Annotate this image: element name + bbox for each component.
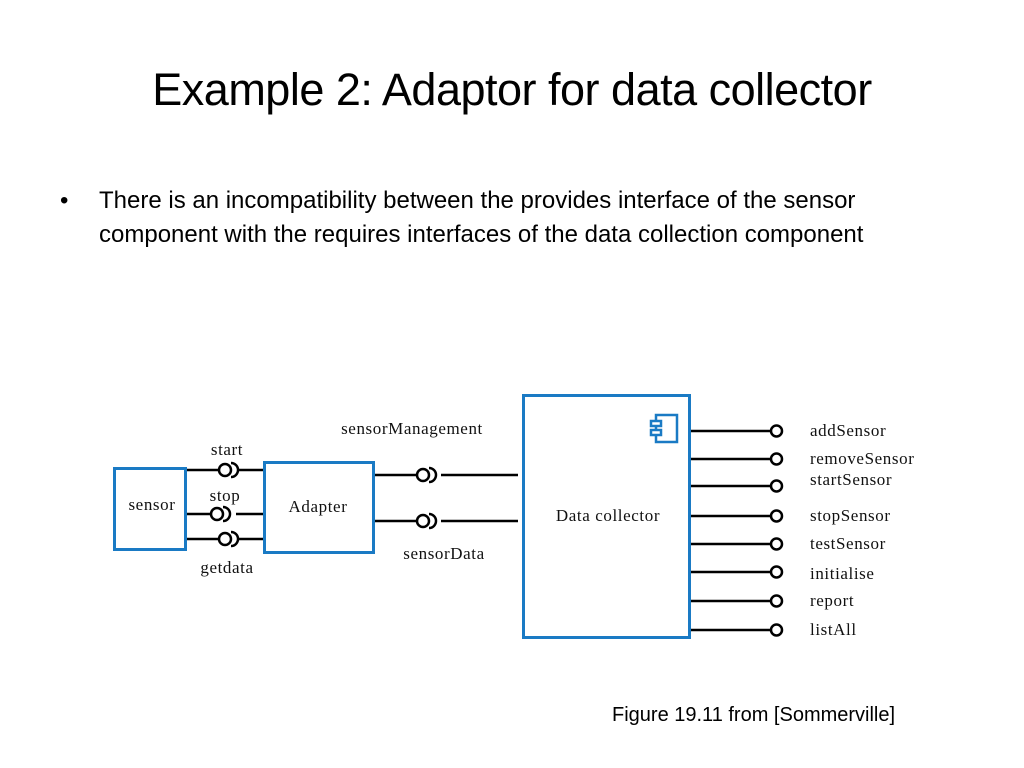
lollipop-icon (769, 509, 784, 523)
lollipop-icon (769, 594, 784, 608)
interface-label: initialise (810, 564, 875, 583)
data-collector-label: Data collector (556, 506, 660, 525)
connector-stop (187, 505, 263, 523)
slide-title: Example 2: Adaptor for data collector (152, 64, 872, 115)
provided-interface: listAll (691, 620, 857, 639)
lollipop-icon (769, 424, 784, 438)
bullet-marker: • (60, 187, 69, 214)
provided-interface: initialise (691, 564, 875, 583)
bullet-text: There is an incompatibility between the … (99, 187, 864, 248)
provided-interface: removeSensor (691, 449, 914, 468)
interface-label: removeSensor (810, 449, 914, 468)
lollipop-icon (769, 452, 784, 466)
adapter-label: Adapter (289, 497, 348, 516)
interface-label: report (810, 591, 854, 610)
lollipop-icon (769, 565, 784, 579)
interface-label: testSensor (810, 534, 886, 553)
connector-sensor-data (375, 512, 518, 530)
connector-getdata (187, 530, 263, 548)
provided-interface: report (691, 591, 854, 610)
provided-interface: stopSensor (691, 506, 891, 525)
interface-label-getdata: getdata (200, 558, 253, 577)
interface-label-sensor-management: sensorManagement (341, 419, 483, 438)
interface-label-stop: stop (210, 486, 241, 505)
adapter-collector-connectors (375, 466, 518, 530)
lollipop-icon (769, 623, 784, 637)
interface-label-sensor-data: sensorData (403, 544, 485, 563)
interface-label: listAll (810, 620, 857, 639)
interface-label-start: start (211, 440, 243, 459)
provided-interfaces: addSensor removeSensor startSensor stopSens… (691, 421, 914, 639)
sensor-adapter-connectors (187, 461, 263, 548)
provided-interface: addSensor (691, 421, 886, 440)
sensor-label: sensor (128, 495, 175, 514)
connector-start (187, 461, 263, 479)
lollipop-icon (769, 479, 784, 493)
provided-interface: startSensor (691, 470, 892, 493)
adapter-component: Adapter (263, 461, 375, 554)
interface-label: addSensor (810, 421, 886, 440)
data-collector-component: Data collector (522, 394, 691, 639)
lollipop-icon (769, 537, 784, 551)
interface-label: stopSensor (810, 506, 891, 525)
interface-label: startSensor (810, 470, 892, 489)
component-icon (649, 413, 679, 444)
sensor-component: sensor (113, 467, 187, 551)
sensor-box (113, 467, 187, 551)
adapter-box (263, 461, 375, 554)
provided-interface: testSensor (691, 534, 886, 553)
figure-caption: Figure 19.11 from [Sommerville] (612, 704, 896, 726)
connector-sensor-management (375, 466, 518, 484)
